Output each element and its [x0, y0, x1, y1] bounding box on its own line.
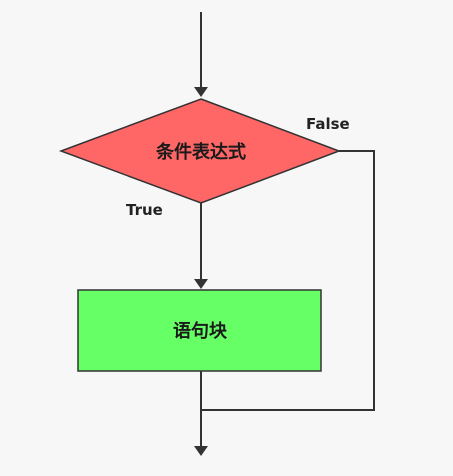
false-branch-line	[201, 150, 375, 411]
true-label: True	[126, 201, 163, 219]
statement-block-label: 语句块	[173, 320, 228, 342]
statement-block	[77, 289, 322, 372]
false-label: False	[306, 115, 350, 133]
decision-label: 条件表达式	[155, 141, 246, 163]
